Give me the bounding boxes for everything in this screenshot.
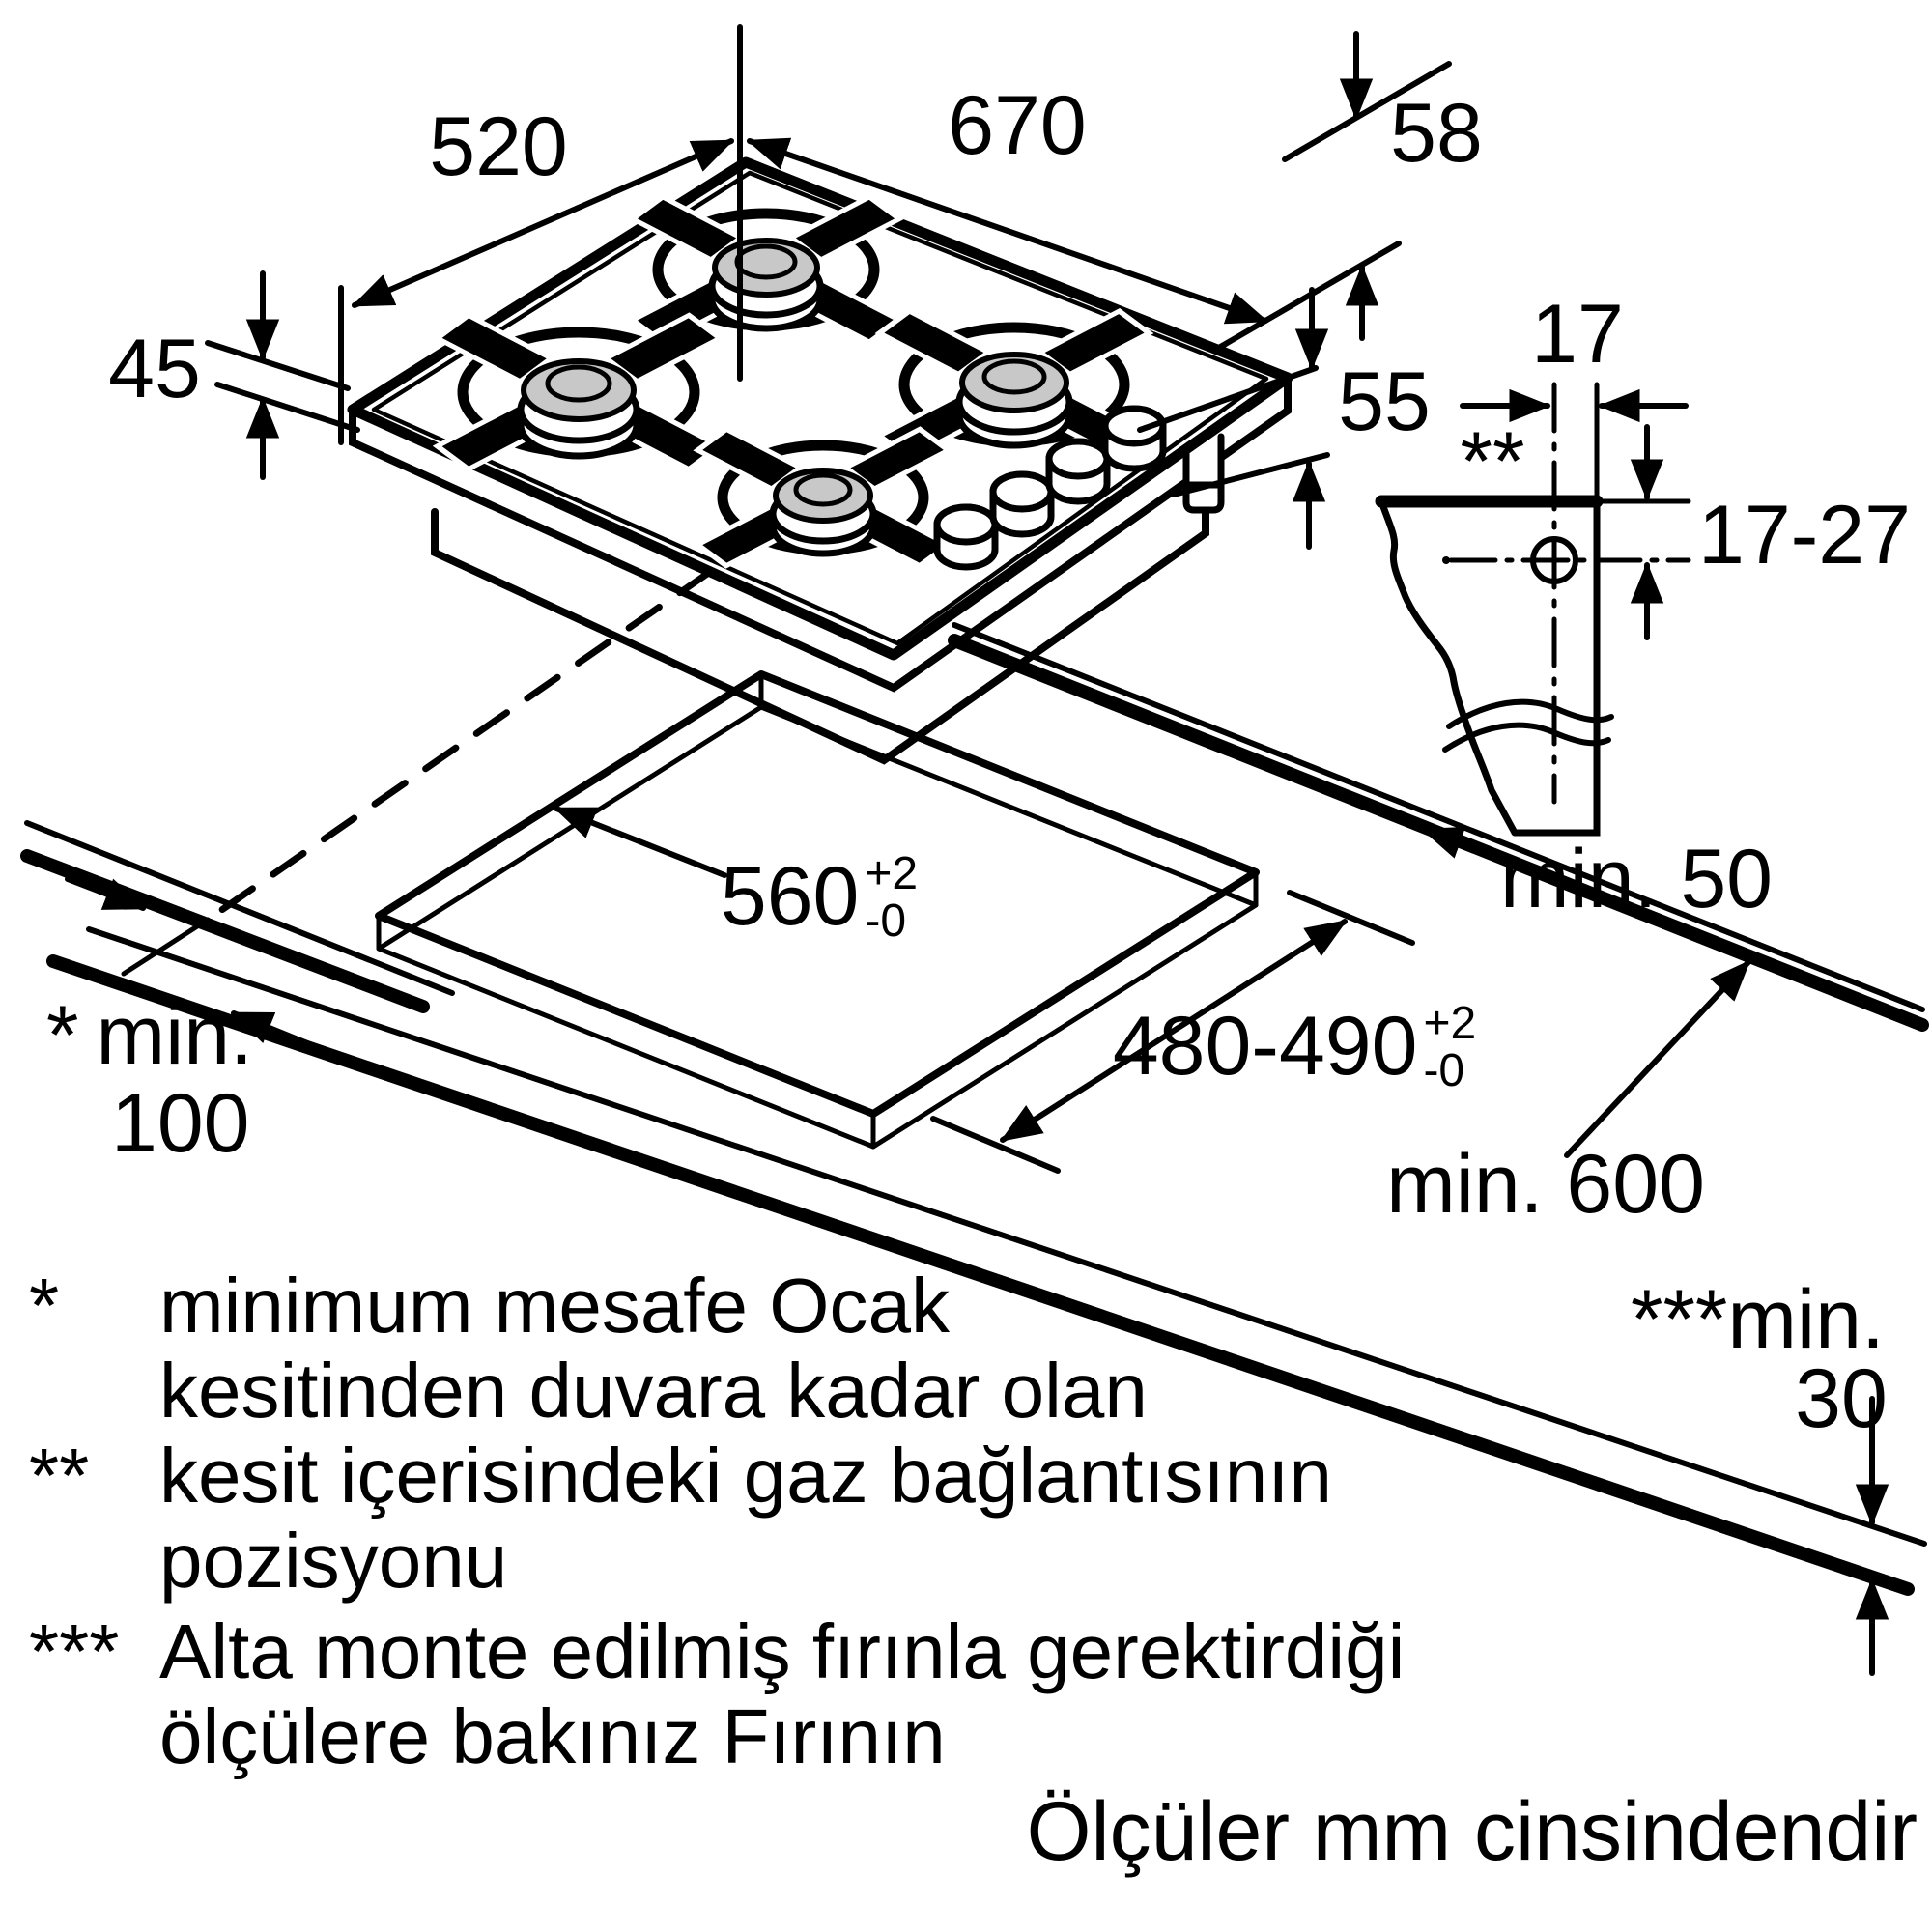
dim-label-670: 670	[948, 79, 1087, 172]
dim-560-value: 560	[720, 850, 860, 943]
label-min-600: min. 600	[1386, 1138, 1705, 1231]
dim-line-670	[746, 137, 1269, 325]
burner-left	[432, 312, 725, 472]
dim-480-490-tol-minus: -0	[1423, 1045, 1465, 1096]
marker-gas-connection: **	[1460, 415, 1525, 508]
footnote-3-marker: ***	[29, 1608, 120, 1694]
dimension-lines	[65, 24, 1889, 1676]
dim-480-490-value: 480-490	[1112, 1000, 1418, 1093]
label-min-30-value: 30	[1795, 1352, 1888, 1445]
arrow-min-100-b	[230, 1010, 325, 1052]
footnote-1-line1: minimum mesafe Ocak	[159, 1263, 950, 1349]
footnote-2-line2: pozisyonu	[159, 1518, 508, 1604]
label-min-100-value: 100	[111, 1077, 250, 1170]
footnote-1-marker: *	[29, 1263, 60, 1349]
dim-label-55: 55	[1338, 355, 1431, 448]
dim-label-45: 45	[108, 323, 201, 415]
label-min-100-line1: *min.	[46, 994, 253, 1077]
footnote-2-line1: kesit içerisindeki gaz bağlantısının	[159, 1433, 1332, 1519]
footnote-3-line1: Alta monte edilmiş fırınla gerektirdiği	[159, 1608, 1406, 1694]
dim-label-520: 520	[429, 100, 568, 193]
footnote-3-line2: ölçülere bakınız Fırının	[159, 1693, 946, 1779]
label-min-100-min: min.	[96, 989, 253, 1082]
arrow-min-50	[1420, 826, 1533, 870]
arrow-560	[553, 806, 727, 878]
arrow-min-600	[1564, 959, 1751, 1158]
dim-line-520	[351, 138, 735, 308]
dim-560-tol-minus: -0	[865, 895, 907, 947]
control-knobs	[933, 405, 1167, 571]
dim-label-17-27: 17-27	[1698, 489, 1911, 582]
marker-min-100: *	[46, 989, 79, 1082]
label-min-50: min. 50	[1499, 833, 1774, 925]
burner-front	[693, 426, 953, 569]
burner-right	[874, 307, 1154, 462]
marker-min-30: ***	[1631, 1273, 1728, 1366]
label-min-30-line1: ***min.	[1631, 1278, 1885, 1361]
dim-label-17: 17	[1531, 288, 1624, 381]
dim-label-560: 560+2-0	[720, 848, 919, 947]
hob-isometric	[347, 156, 1293, 765]
dim-480-490-tol-plus: +2	[1423, 998, 1477, 1050]
dim-line-480-490	[1000, 919, 1348, 1143]
footnote-2-marker: **	[29, 1433, 90, 1519]
dim-label-58: 58	[1390, 87, 1483, 180]
dim-label-480-490: 480-490+2-0	[1113, 999, 1476, 1094]
section-detail	[1375, 382, 1691, 837]
footnote-1-line2: kesitinden duvara kadar olan	[159, 1348, 1148, 1434]
label-min-30-min: min.	[1727, 1273, 1885, 1366]
arrow-min-100-a	[65, 876, 147, 911]
projection-dashed-line	[204, 568, 714, 923]
units-note: Ölçüler mm cinsindendir	[1026, 1785, 1918, 1878]
dim-560-tol-plus: +2	[865, 848, 919, 900]
